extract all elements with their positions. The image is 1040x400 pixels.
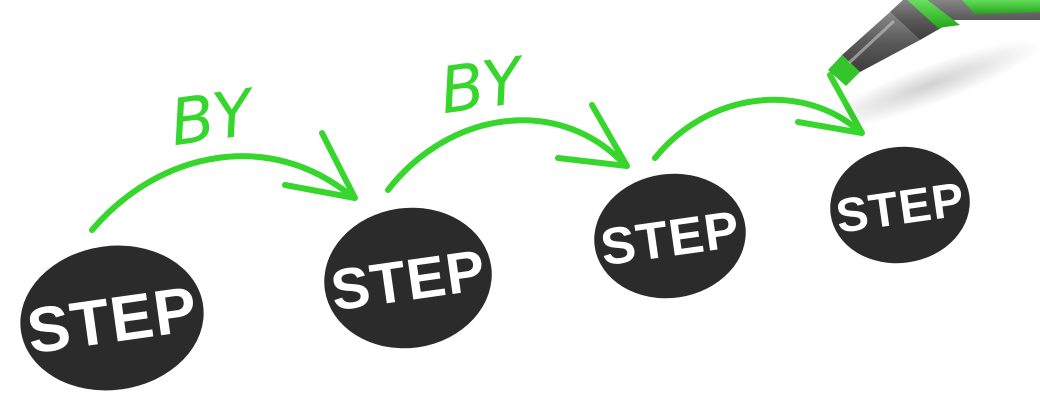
connector-label: BY — [166, 76, 262, 161]
step-circle-2: STEP — [324, 207, 492, 349]
curved-arrow-icon — [385, 102, 630, 193]
connector-label: BY — [436, 44, 532, 129]
step-circle-1: STEP — [20, 245, 204, 391]
curved-arrow-icon — [89, 130, 358, 233]
step-circle-3: STEP — [594, 173, 746, 299]
green-marker-pen-icon — [817, 0, 1040, 131]
step-circle-4: STEP — [830, 146, 970, 264]
